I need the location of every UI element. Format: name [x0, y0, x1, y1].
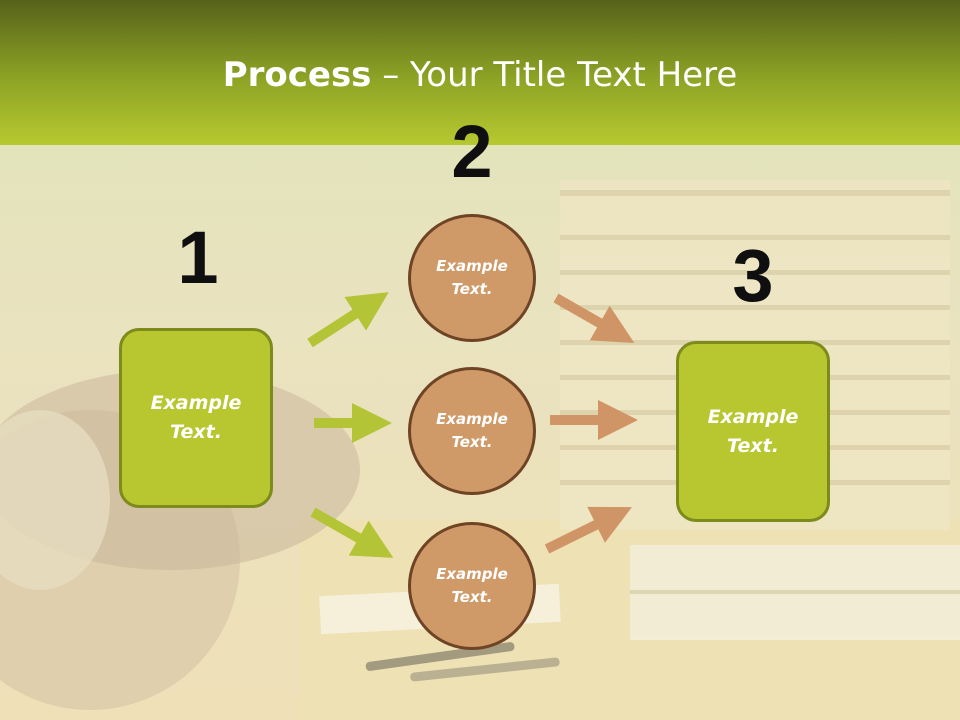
step2-circle-top[interactable]: Example Text. — [408, 214, 536, 342]
step2-circle-bottom[interactable]: Example Text. — [408, 522, 536, 650]
step-number-1: 1 — [177, 216, 219, 299]
title-bar — [0, 0, 960, 145]
arrow-green-up — [307, 292, 389, 348]
step2-circle-middle[interactable]: Example Text. — [408, 367, 536, 495]
arrow-orange-up — [544, 506, 632, 554]
circle-middle-text: Example Text. — [436, 410, 508, 451]
step3-box-text: Example Text. — [707, 405, 799, 457]
step1-box[interactable]: Example Text. — [119, 328, 273, 508]
step1-box-text: Example Text. — [150, 392, 242, 443]
title-rest: – Your Title Text Here — [371, 55, 738, 95]
circle-top-text: Example Text. — [436, 257, 508, 298]
slide-title: Process – Your Title Text Here — [0, 52, 960, 98]
step3-box[interactable]: Example Text. — [676, 341, 830, 522]
step-number-3: 3 — [732, 234, 774, 317]
arrow-orange-down — [553, 293, 635, 343]
title-bold: Process — [222, 55, 372, 95]
step-number-2: 2 — [451, 110, 493, 193]
arrow-green-down — [310, 507, 394, 558]
circle-bottom-text: Example Text. — [436, 565, 508, 606]
